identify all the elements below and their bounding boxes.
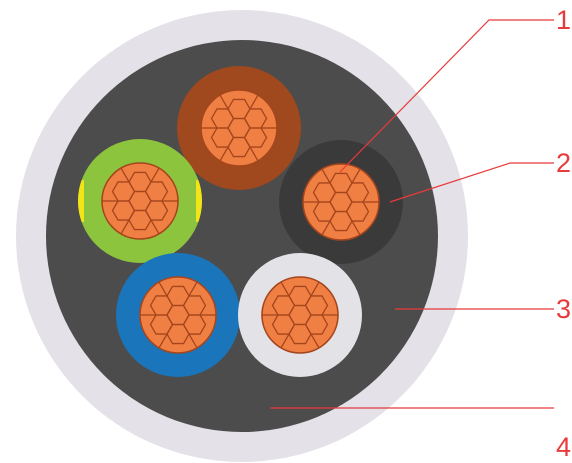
core-grey-conductor [261, 276, 339, 354]
conductor-strand-edge [280, 281, 290, 297]
conductor-strand-edge [351, 168, 361, 184]
callout-3-label: 3 [556, 294, 571, 324]
conductor-strand-edge [249, 146, 259, 162]
callout-2-leader [389, 162, 554, 203]
conductor-strand-edge [150, 167, 160, 183]
conductor-strand-edge [321, 168, 331, 184]
core-yellow-stripe-right [196, 180, 202, 222]
core-yellow-stripe-left [78, 180, 84, 222]
callout-1-label: 1 [556, 5, 571, 35]
conductor-strand-edge [188, 333, 198, 349]
core-blue [116, 253, 240, 377]
core-green-yellow [78, 139, 202, 263]
callout-1-leader [339, 19, 554, 173]
core-blue-conductor [139, 276, 217, 354]
callout-2-label: 2 [556, 148, 571, 178]
callout-4-label: 4 [556, 432, 571, 462]
conductor-strand-edge [351, 220, 361, 236]
conductor-strand-edge [280, 333, 290, 349]
conductor-strand-edge [310, 281, 320, 297]
conductor-strand-edge [321, 220, 331, 236]
conductor-strand-edge [219, 94, 229, 110]
core-brown [177, 66, 301, 190]
conductor-strand-edge [158, 333, 168, 349]
core-green-yellow-conductor [101, 162, 179, 240]
core-black [279, 140, 403, 264]
conductor-strand-edge [188, 281, 198, 297]
conductor-strand-edge [219, 146, 229, 162]
conductor-strand-edge [120, 219, 130, 235]
core-grey [238, 253, 362, 377]
conductor-strand-edge [150, 219, 160, 235]
conductor-strand-edge [158, 281, 168, 297]
core-brown-conductor [200, 89, 278, 167]
conductor-strand-edge [249, 94, 259, 110]
conductor-strand-edge [310, 333, 320, 349]
core-black-conductor [302, 163, 380, 241]
conductor-strand-edge [120, 167, 130, 183]
